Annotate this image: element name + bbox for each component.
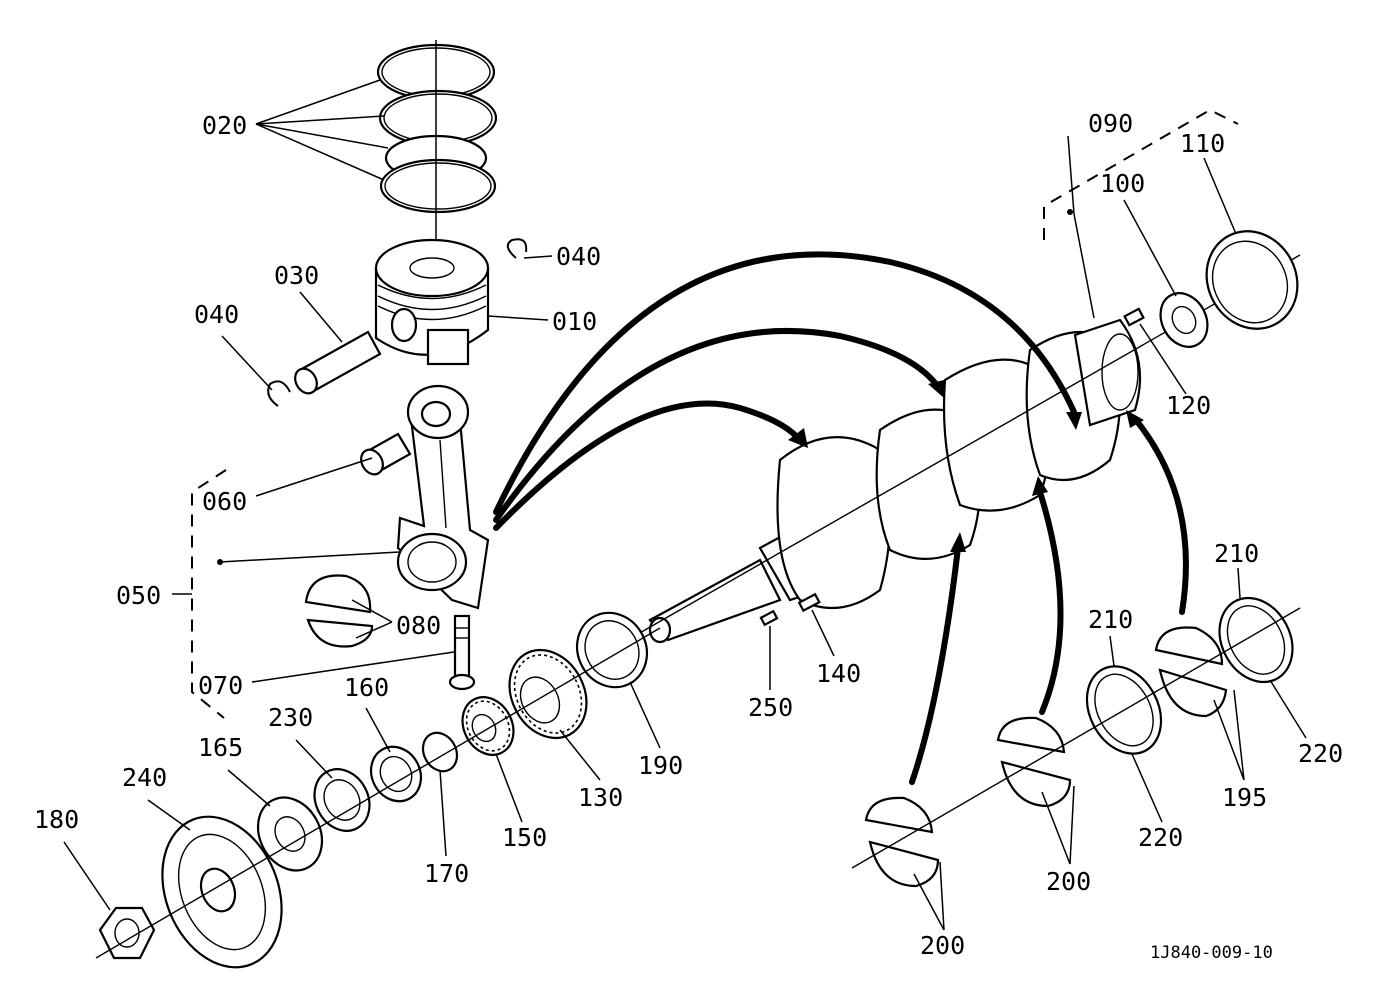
label-150: 150 [502, 823, 547, 852]
label-060: 060 [202, 487, 247, 516]
label-250: 250 [748, 693, 793, 722]
washer-165 [256, 796, 324, 872]
label-120: 120 [1166, 391, 1211, 420]
oil-seal-110 [1205, 230, 1299, 330]
pin-120 [1123, 307, 1145, 327]
label-110: 110 [1180, 129, 1225, 158]
label-140: 140 [816, 659, 861, 688]
label-165: 165 [198, 733, 243, 762]
label-100: 100 [1100, 169, 1145, 198]
drawing-code: 1J840-009-10 [1150, 943, 1273, 963]
label-090: 090 [1088, 109, 1133, 138]
label-020: 020 [202, 111, 247, 140]
main-bearing-200-front [864, 796, 940, 888]
thrust-washer-210-right [1218, 596, 1294, 684]
label-190: 190 [638, 751, 683, 780]
label-200-front: 200 [920, 931, 965, 960]
piston [374, 238, 490, 366]
label-040-upper: 040 [556, 242, 601, 271]
piston-rings [376, 40, 498, 240]
conrod-bolt [448, 614, 476, 691]
group-bracket-050 [191, 469, 227, 719]
label-170: 170 [424, 859, 469, 888]
leader-lines [63, 79, 1307, 931]
label-220-left: 220 [1138, 823, 1183, 852]
part-labels: 020 040 030 040 010 060 050 080 070 230 … [34, 109, 1343, 960]
nut-180 [98, 906, 156, 960]
key-250 [759, 609, 779, 627]
piston-pin [294, 330, 382, 395]
collar-160 [369, 745, 423, 803]
label-220-right: 220 [1298, 739, 1343, 768]
main-bearing-195 [1154, 626, 1228, 718]
label-050: 050 [116, 581, 161, 610]
label-195: 195 [1222, 783, 1267, 812]
key-140 [797, 592, 821, 613]
label-240: 240 [122, 763, 167, 792]
o-ring-170 [421, 731, 459, 773]
label-200-middle: 200 [1046, 867, 1091, 896]
label-160: 160 [344, 673, 389, 702]
label-010: 010 [552, 307, 597, 336]
small-end-bushing [360, 432, 412, 476]
label-040-lower: 040 [194, 300, 239, 329]
circlip-lower [267, 380, 291, 407]
bearing-100 [1159, 292, 1209, 348]
crankshaft [609, 254, 1301, 651]
group-bracket-090 [1043, 108, 1239, 240]
label-130: 130 [578, 783, 623, 812]
label-030: 030 [274, 261, 319, 290]
label-080: 080 [396, 611, 441, 640]
main-bearing-200-middle [996, 716, 1072, 808]
bearing-190 [575, 611, 649, 689]
conrod-bearing [304, 574, 374, 648]
pulley-240 [161, 815, 283, 969]
label-180: 180 [34, 805, 79, 834]
circlip-upper [506, 238, 528, 259]
label-070: 070 [198, 671, 243, 700]
label-230: 230 [268, 703, 313, 732]
label-210-left: 210 [1088, 605, 1133, 634]
label-210-right: 210 [1214, 539, 1259, 568]
gear-150 [461, 696, 515, 756]
assembly-arrows [493, 251, 1189, 785]
connecting-rod [396, 384, 490, 610]
